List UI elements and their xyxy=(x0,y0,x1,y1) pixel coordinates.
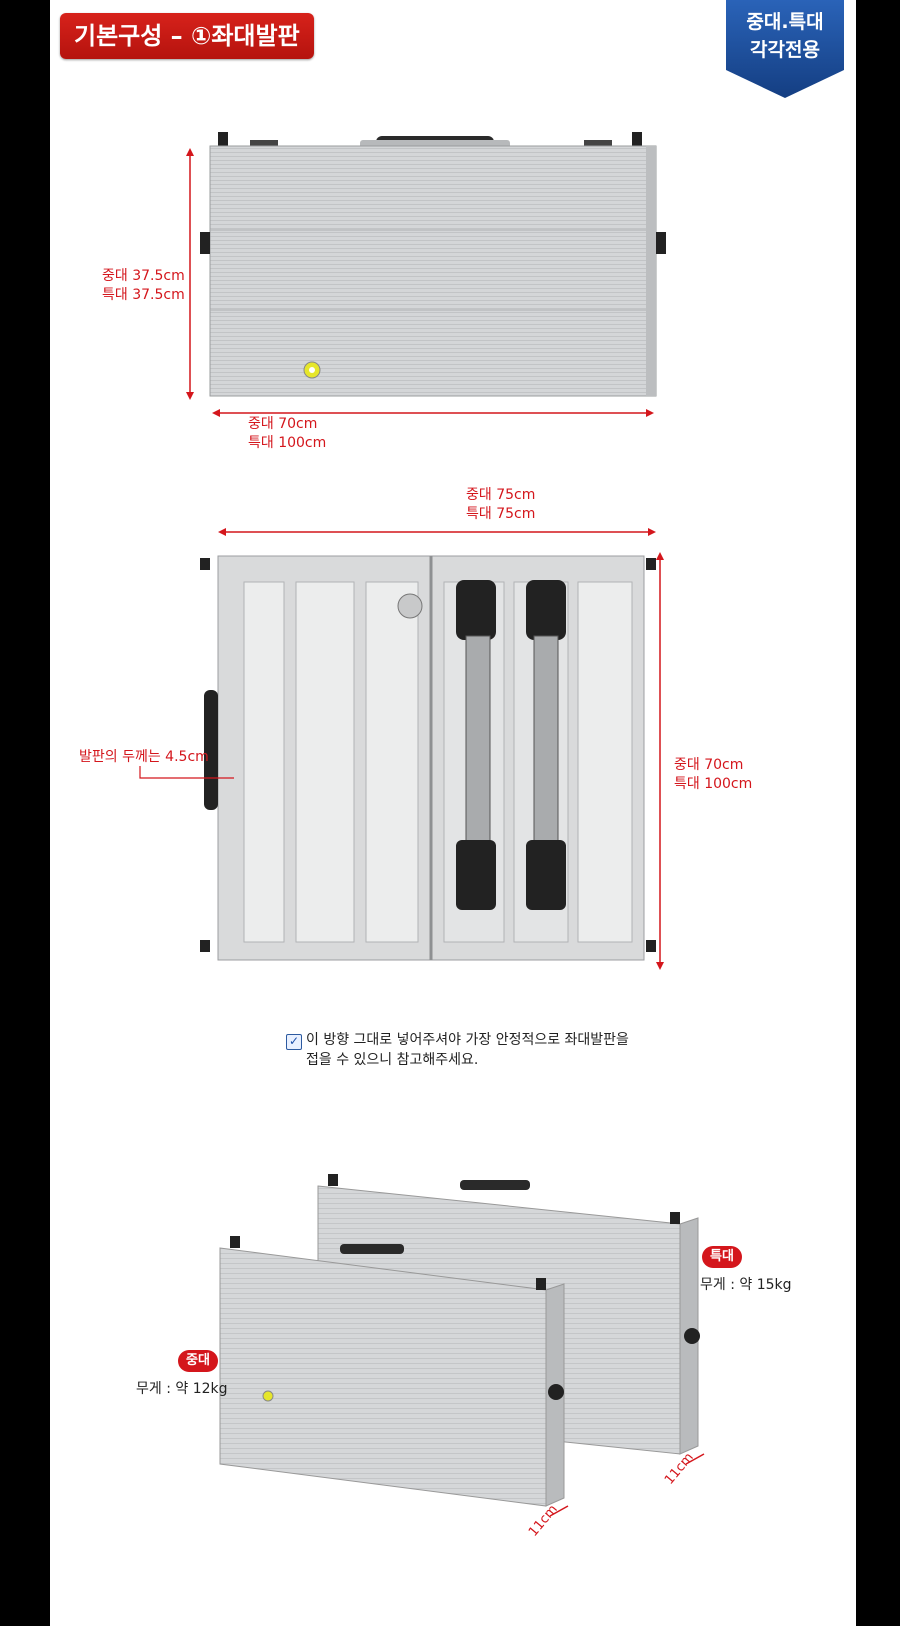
open-height-mid: 중대 70cm xyxy=(674,757,744,773)
checkbox-icon: ✓ xyxy=(286,1034,302,1050)
open-width-label: 중대 75cm 특대 75cm xyxy=(466,486,535,524)
open-width-large: 특대 75cm xyxy=(466,506,536,522)
product-detail-page: 기본구성 – ①좌대발판 중대.특대 각각전용 xyxy=(50,0,856,1626)
section-title: 기본구성 – ①좌대발판 xyxy=(60,13,314,59)
top-height-mid: 중대 37.5cm xyxy=(102,268,185,284)
top-width-label: 중대 70cm 특대 100cm xyxy=(248,415,326,453)
badge-line-2: 각각전용 xyxy=(750,39,820,61)
thickness-pointer-line xyxy=(139,766,234,779)
top-height-label: 중대 37.5cm 특대 37.5cm xyxy=(102,267,185,305)
note-line-2: 접을 수 있으니 참고해주세요. xyxy=(306,1052,479,1068)
large-weight: 무게 : 약 15kg xyxy=(700,1277,792,1293)
open-width-dimension-line xyxy=(218,528,656,536)
open-height-label: 중대 70cm 특대 100cm xyxy=(674,756,752,794)
top-width-mid: 중대 70cm xyxy=(248,416,318,432)
top-height-large: 특대 37.5cm xyxy=(102,287,185,303)
large-size-tag: 특대 xyxy=(702,1246,742,1268)
closed-case-image xyxy=(200,132,666,397)
top-width-large: 특대 100cm xyxy=(248,435,327,451)
height-dimension-line xyxy=(186,148,194,400)
open-width-mid: 중대 75cm xyxy=(466,487,536,503)
open-case-image xyxy=(200,555,656,961)
note-line-1: 이 방향 그대로 넣어주셔야 가장 안정적으로 좌대발판을 xyxy=(306,1032,629,1048)
mid-weight: 무게 : 약 12kg xyxy=(136,1381,228,1397)
perspective-cases-image xyxy=(219,1174,705,1517)
open-height-large: 특대 100cm xyxy=(674,776,753,792)
orientation-note: ✓이 방향 그대로 넣어주셔야 가장 안정적으로 좌대발판을 접을 수 있으니 … xyxy=(286,1030,629,1070)
open-height-dimension-line xyxy=(656,552,664,970)
badge-line-1: 중대.특대 xyxy=(746,11,824,33)
mid-size-tag: 중대 xyxy=(178,1350,218,1372)
size-badge: 중대.특대 각각전용 xyxy=(726,0,844,100)
thickness-label: 발판의 두께는 4.5cm xyxy=(79,749,209,765)
width-dimension-line xyxy=(212,409,654,417)
